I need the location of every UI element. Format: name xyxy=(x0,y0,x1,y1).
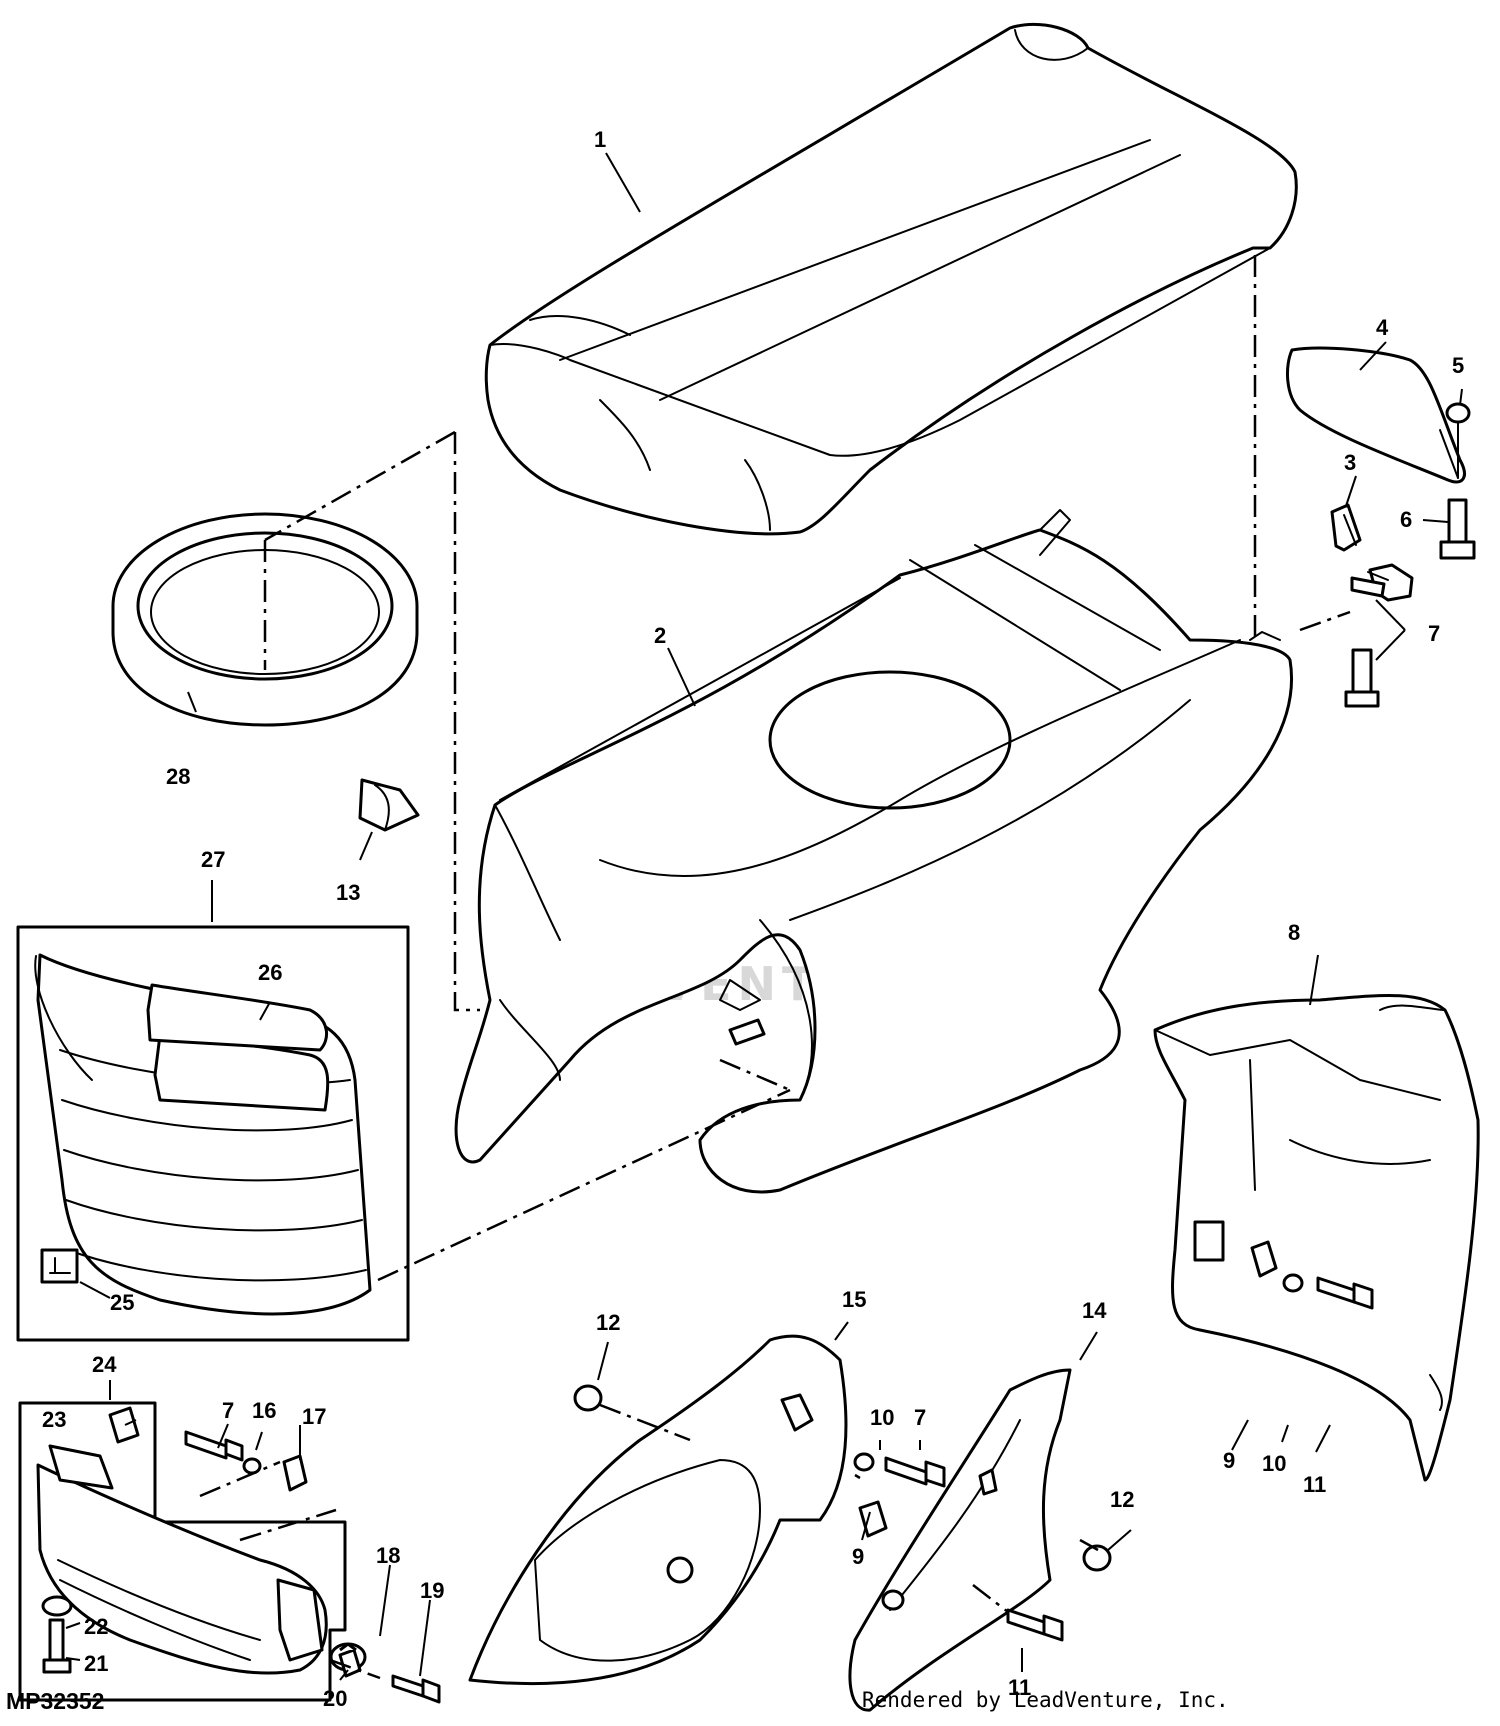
callout-20: 20 xyxy=(323,1686,347,1711)
callout-2: 2 xyxy=(654,623,666,648)
credit-text: Rendered by LeadVenture, Inc. xyxy=(862,1688,1229,1712)
callout-27: 27 xyxy=(201,847,225,872)
callout-3: 3 xyxy=(1344,450,1356,475)
side-panel-part-15 xyxy=(468,1334,848,1686)
callout-21: 21 xyxy=(84,1651,108,1676)
callout-16: 16 xyxy=(252,1398,276,1423)
figure-id: MP32352 xyxy=(6,1688,105,1714)
callout-11-left: 11 xyxy=(1008,1675,1031,1700)
callout-5: 5 xyxy=(1452,353,1464,378)
fasteners-top-right xyxy=(1330,402,1476,708)
callout-26: 26 xyxy=(258,960,282,985)
callout-1: 1 xyxy=(594,127,606,152)
callout-19: 19 xyxy=(420,1578,444,1603)
callout-labels: 1 2 3 4 5 6 7 7 7 8 9 9 10 10 11 11 12 1… xyxy=(42,127,1464,1711)
ring-seal-part xyxy=(111,512,419,727)
callout-10-left: 10 xyxy=(870,1405,894,1430)
clip-part-13 xyxy=(358,778,420,832)
callout-8: 8 xyxy=(1288,920,1300,945)
callout-9-right: 9 xyxy=(1223,1448,1235,1473)
callout-7-top: 7 xyxy=(1428,621,1440,646)
small-fasteners xyxy=(573,1018,1374,1642)
callout-15: 15 xyxy=(842,1287,866,1312)
callout-10-right: 10 xyxy=(1262,1451,1286,1476)
callout-25: 25 xyxy=(110,1290,134,1315)
side-shield-part-8 xyxy=(1153,994,1480,1482)
side-panel-part-14 xyxy=(848,1368,1072,1712)
assembly-lines xyxy=(199,255,1351,1680)
callout-14: 14 xyxy=(1082,1298,1107,1323)
side-panel-part xyxy=(1286,346,1466,484)
callout-28: 28 xyxy=(166,764,190,789)
callout-23: 23 xyxy=(42,1407,66,1432)
bumper-assembly-box xyxy=(18,1401,441,1704)
callout-22: 22 xyxy=(84,1614,108,1639)
callout-17: 17 xyxy=(302,1404,326,1429)
callout-12-left: 12 xyxy=(596,1310,620,1335)
callout-18: 18 xyxy=(376,1543,400,1568)
hood-frame-part xyxy=(454,509,1293,1194)
callout-11-right: 11 xyxy=(1303,1472,1326,1497)
leader-lines xyxy=(65,152,1463,1681)
callout-7-panel: 7 xyxy=(914,1405,926,1430)
callout-24: 24 xyxy=(92,1352,117,1377)
callout-12-right: 12 xyxy=(1110,1487,1134,1512)
callout-9-left: 9 xyxy=(852,1544,864,1569)
callout-4: 4 xyxy=(1376,315,1389,340)
callout-13: 13 xyxy=(336,880,360,905)
callout-7-bumper: 7 xyxy=(222,1398,234,1423)
hood-top-part xyxy=(484,23,1298,536)
grille-assembly-box xyxy=(16,925,410,1342)
callout-6: 6 xyxy=(1400,507,1412,532)
